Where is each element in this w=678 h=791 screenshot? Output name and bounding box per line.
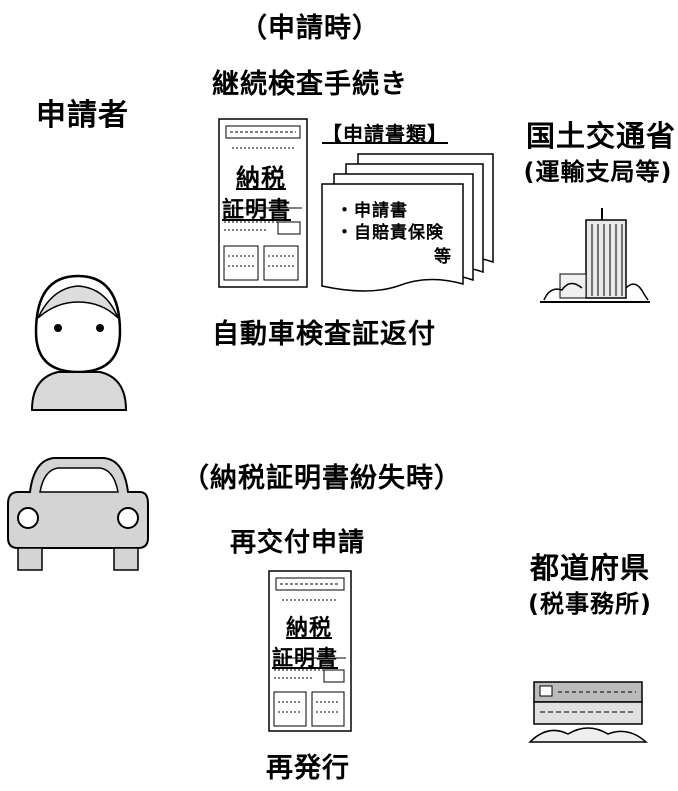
tax-certificate-line2: 証明書: [222, 198, 292, 223]
document-stack-icon: [321, 153, 494, 292]
documents-title: 【申請書類】: [322, 122, 448, 146]
prefecture-label: 都道府県 (税事務所): [528, 550, 652, 622]
section-title-application: （申請時）: [240, 13, 380, 44]
mlit-name: 国土交通省: [526, 119, 677, 153]
reissue-request-label: 再交付申請: [230, 528, 366, 558]
tax-certificate-document: [218, 118, 308, 288]
tax-certificate-reissue-line2: 証明書: [272, 646, 338, 670]
mlit-label: 国土交通省 (運輸支局等): [524, 118, 677, 190]
tax-office-building-icon: [528, 681, 648, 743]
mlit-sub: (運輸支局等): [523, 158, 673, 186]
document-item-insurance: ・自賠責保険: [336, 223, 444, 243]
person-icon: [30, 274, 128, 411]
tax-certificate-line1: 納税: [236, 164, 286, 192]
document-item-suffix: 等: [434, 247, 452, 267]
inspection-return-label: 自動車検査証返付: [212, 319, 436, 350]
section-title-lost: （納税証明書紛失時）: [182, 463, 462, 494]
prefecture-sub: (税事務所): [528, 590, 652, 618]
procedure-title: 継続検査手続き: [212, 69, 408, 100]
document-item-application: ・申請書: [336, 201, 408, 221]
tax-certificate-reissue-line1: 納税: [286, 616, 333, 641]
reissue-label: 再発行: [266, 753, 350, 784]
prefecture-name: 都道府県: [529, 551, 650, 585]
government-building-icon: [540, 208, 650, 303]
car-icon: [7, 457, 149, 571]
tax-certificate-document-reissue: [268, 570, 352, 732]
applicant-label: 申請者: [36, 98, 129, 133]
